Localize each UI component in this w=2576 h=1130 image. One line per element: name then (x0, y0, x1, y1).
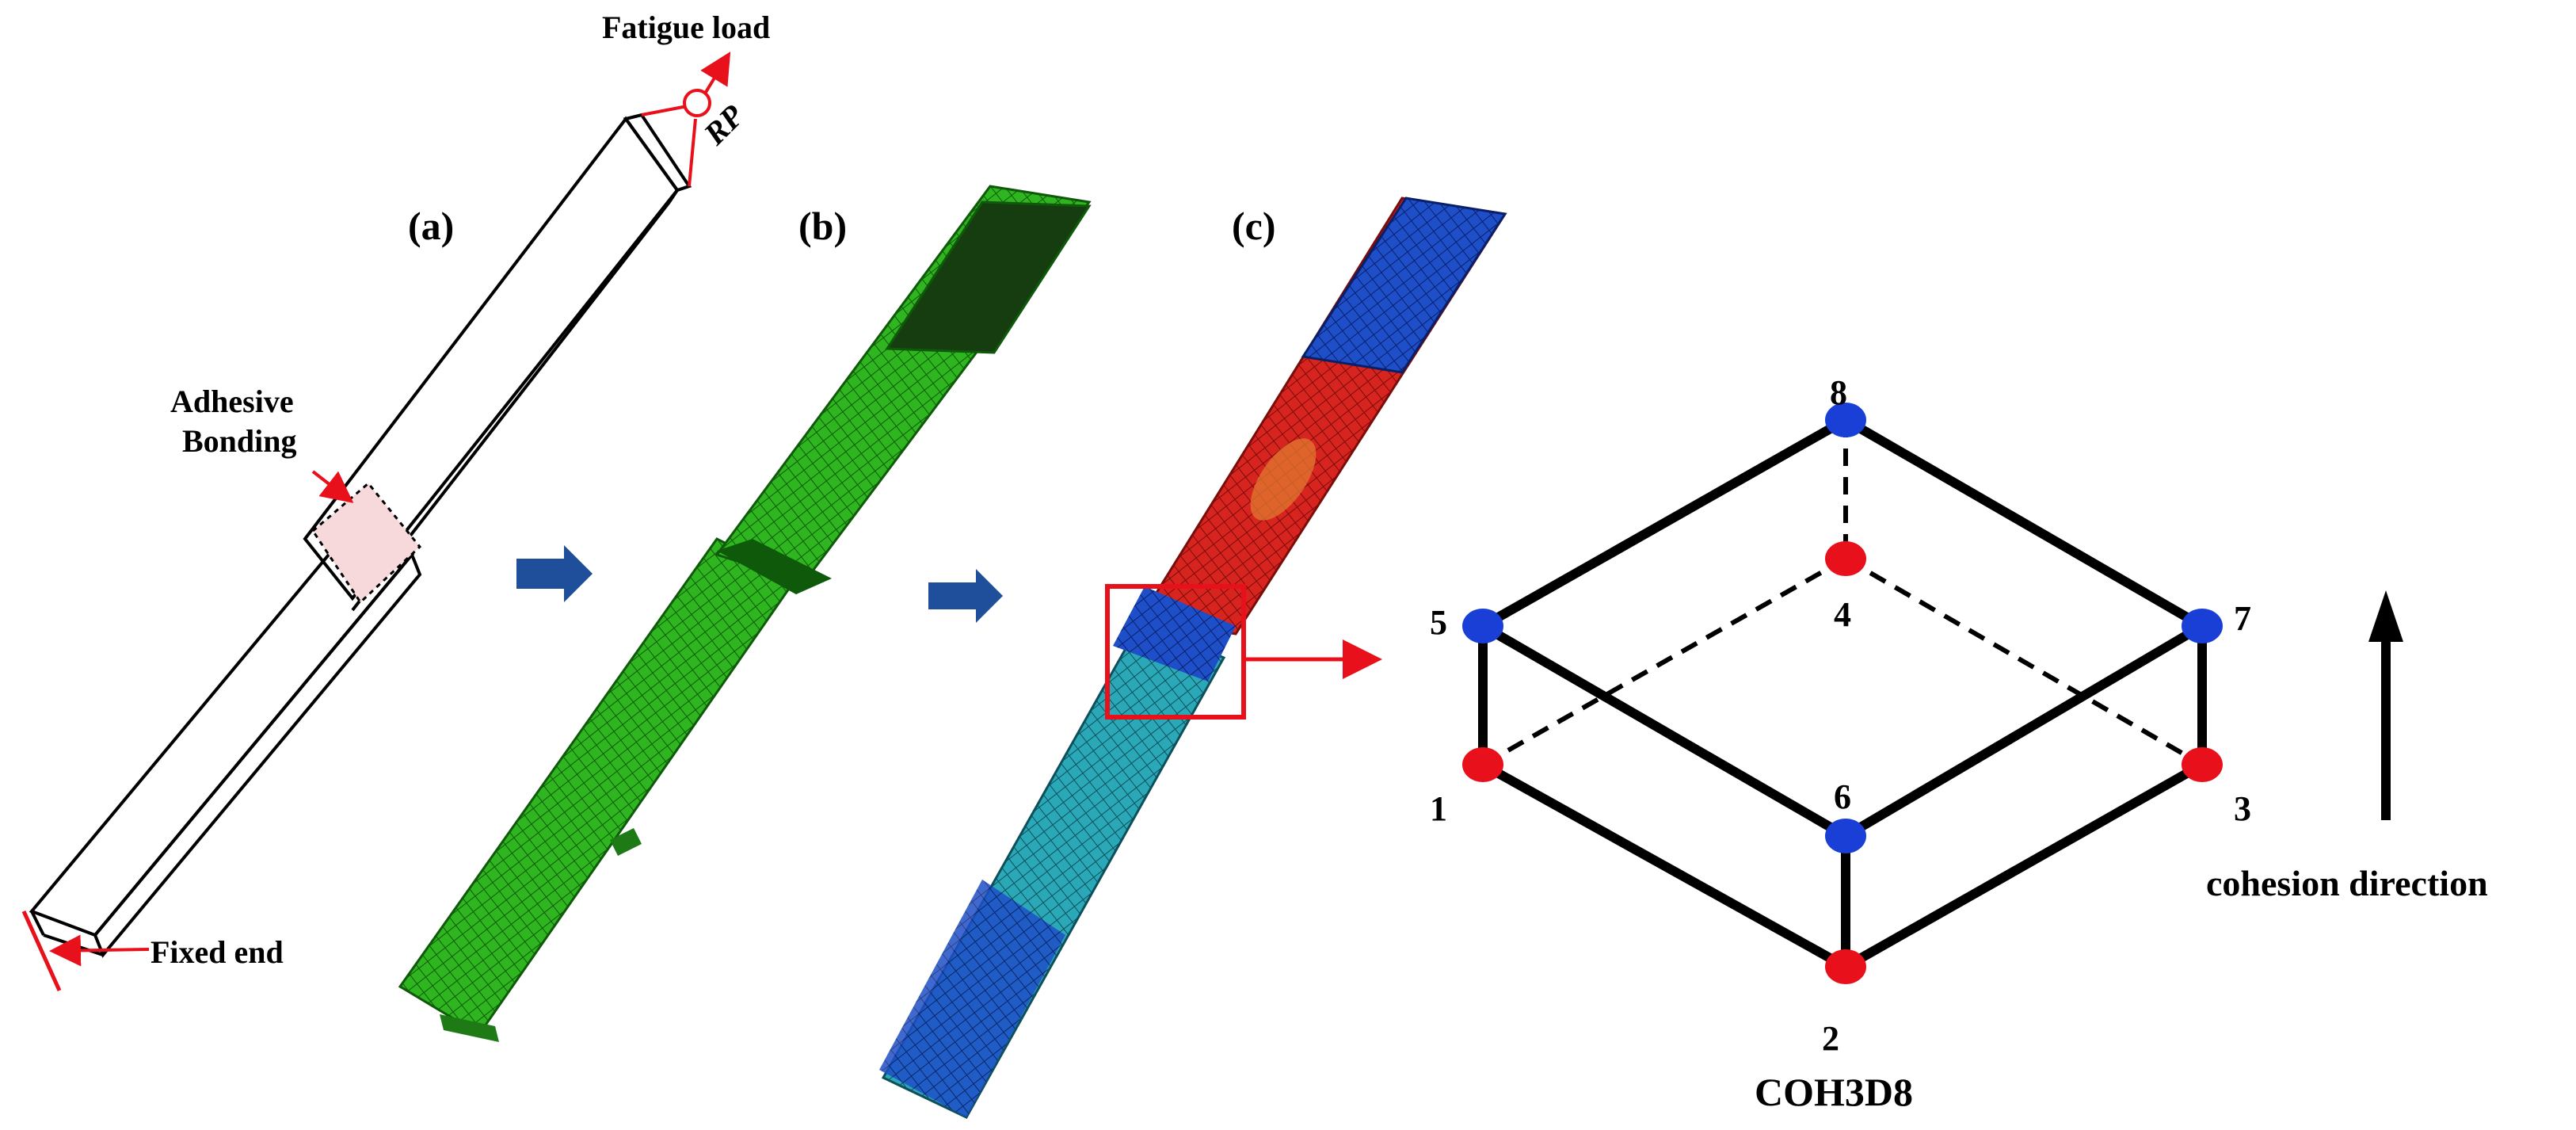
rp-coupling (641, 52, 731, 187)
adhesive-label-line2: Bonding (182, 423, 297, 459)
adhesive-label-line1: Adhesive (170, 384, 294, 419)
node-2 (1825, 949, 1866, 984)
fatigue-load-label: Fatigue load (602, 10, 770, 45)
node-1 (1462, 747, 1503, 782)
node-2-label: 2 (1822, 1019, 1839, 1058)
fatigue-load-arrow (700, 52, 731, 95)
node-7 (2182, 609, 2223, 643)
fixed-end-line (21, 910, 62, 992)
mesh-lower-tab (610, 828, 642, 856)
hidden-edges (1481, 420, 2204, 767)
node-5-label: 5 (1430, 603, 1447, 642)
mesh-upper-tab (885, 200, 1092, 354)
mesh-lower-adherend (398, 537, 798, 1036)
node-1-label: 1 (1430, 789, 1447, 828)
contour-overlap (1113, 586, 1236, 681)
mesh-overlap (717, 539, 832, 594)
node-3-label: 3 (2234, 789, 2251, 828)
panel-b-label: (b) (798, 204, 847, 248)
contour-hotspot (1250, 438, 1317, 521)
nodes (1462, 403, 2223, 984)
flow-arrow-b-to-c (928, 569, 1003, 623)
panel-c-label: (c) (1232, 204, 1276, 248)
fixed-end-pointer (49, 934, 150, 967)
node-8-label: 8 (1830, 373, 1847, 412)
node-3 (2182, 747, 2223, 782)
mesh-lower-adherend-side (440, 1014, 499, 1042)
visible-edges (1478, 415, 2207, 972)
coh3d8-element: 1 2 3 4 5 6 7 8 COH3D8 cohesion directio… (1430, 373, 2488, 1114)
cohesion-direction-label: cohesion direction (2206, 863, 2488, 903)
cohesion-direction-arrow (2368, 590, 2403, 820)
contour-lower-end (879, 880, 1065, 1117)
node-6 (1825, 819, 1866, 853)
node-4 (1825, 541, 1866, 576)
node-6-label: 6 (1834, 777, 1851, 816)
zoom-box (1105, 584, 1246, 720)
panel-a-label: (a) (408, 204, 454, 248)
panel-c: (c) (879, 197, 1507, 1119)
element-name: COH3D8 (1755, 1070, 1913, 1114)
panel-b: (b) (398, 185, 1092, 1042)
rp-circle (683, 89, 711, 117)
node-5 (1462, 609, 1503, 643)
adhesive-pointer-arrow (311, 470, 354, 503)
node-8 (1825, 403, 1866, 437)
panel-a: (a) Fatigue load RP Adhesive Bonding Fix… (21, 10, 770, 992)
fixed-end-label: Fixed end (151, 934, 284, 970)
adhesive-bonding-region (311, 481, 422, 605)
node-7-label: 7 (2234, 599, 2251, 638)
flow-arrow-a-to-b (516, 545, 593, 602)
node-4-label: 4 (1834, 595, 1851, 634)
contour-upper-tab (1301, 197, 1507, 374)
